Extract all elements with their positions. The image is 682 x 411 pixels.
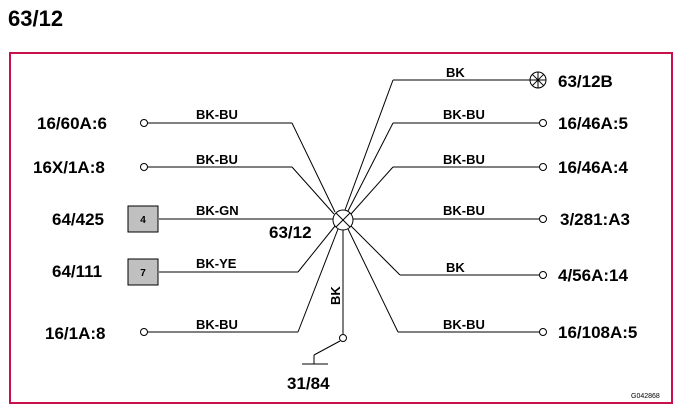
wire-label-left-2: BK-BU <box>196 152 238 167</box>
wire-right-5 <box>347 228 547 336</box>
connector-right-4: 4/56A:14 <box>558 266 628 285</box>
splice-node <box>332 209 354 231</box>
wire-label-left-3: BK-GN <box>196 203 239 218</box>
wire-label-ground: BK <box>328 286 343 305</box>
wire-label-right-1: BK-BU <box>443 107 485 122</box>
wire-label-right-2: BK-BU <box>443 152 485 167</box>
wire-left-1 <box>140 119 336 213</box>
splice-label: 63/12 <box>269 223 312 242</box>
pin-box-7 <box>127 258 159 286</box>
connector-left-3: 64/425 <box>52 210 104 229</box>
wire-right-1 <box>347 119 547 212</box>
wire-left-5 <box>140 228 339 336</box>
pin-number-4: 4 <box>140 215 146 226</box>
page-title: 63/12 <box>8 6 63 31</box>
connector-right-5: 16/108A:5 <box>558 323 637 342</box>
connector-right-2: 16/46A:4 <box>558 158 628 177</box>
wire-right-3 <box>353 215 547 223</box>
connector-ground: 31/84 <box>287 374 330 393</box>
wire-left-2 <box>140 163 335 215</box>
wire-label-left-1: BK-BU <box>196 107 238 122</box>
connector-left-1: 16/60A:6 <box>37 114 107 133</box>
wire-label-lamp: BK <box>446 65 465 80</box>
drawing-code: G042868 <box>631 393 660 400</box>
pin-number-7: 7 <box>140 268 146 279</box>
wire-right-4 <box>350 225 547 279</box>
wire-label-left-4: BK-YE <box>196 256 237 271</box>
wire-label-right-5: BK-BU <box>443 317 485 332</box>
lamp-icon <box>529 71 547 89</box>
connector-right-3: 3/281:A3 <box>560 210 630 229</box>
wire-label-left-5: BK-BU <box>196 317 238 332</box>
connector-left-4: 64/111 <box>52 262 102 281</box>
connector-right-1: 16/46A:5 <box>558 114 628 133</box>
wire-ground <box>302 230 347 365</box>
diagram-frame <box>9 52 673 404</box>
pin-box-4 <box>127 205 159 233</box>
connector-left-2: 16X/1A:8 <box>33 158 105 177</box>
wire-label-right-4: BK <box>446 260 465 275</box>
connector-left-5: 16/1A:8 <box>45 324 105 343</box>
wire-left-4 <box>159 225 336 273</box>
wire-label-right-3: BK-BU <box>443 203 485 218</box>
connector-lamp: 63/12B <box>558 72 613 91</box>
wire-right-2 <box>350 163 547 215</box>
wire-lamp <box>344 79 530 211</box>
